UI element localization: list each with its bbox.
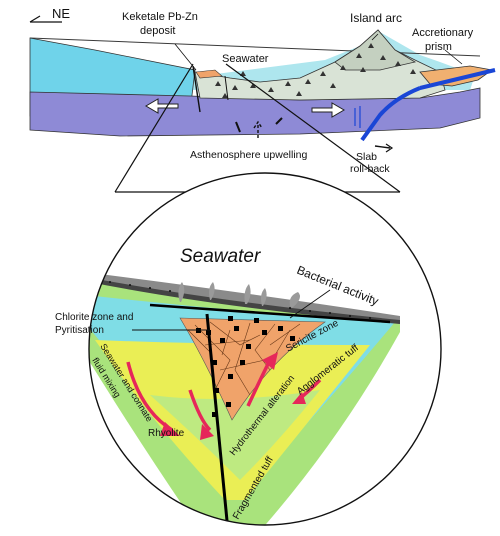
detail-circle-outline <box>88 172 442 526</box>
volcanic-pattern <box>215 43 416 98</box>
sea-surface-line <box>29 37 481 57</box>
slab-label-2: roll-back <box>350 163 390 175</box>
accretionary-label-2: prism <box>425 41 452 53</box>
inner-green-zone <box>150 390 320 480</box>
fluid-flow-arrowheads <box>160 352 306 440</box>
zoom-line-right <box>225 63 401 193</box>
upwelling-arrow-left <box>235 121 241 133</box>
deposit-label-2: deposit <box>140 25 175 37</box>
upwelling-arrow-right <box>275 117 283 125</box>
island-arc-label: Island arc <box>350 11 402 25</box>
main-fault <box>205 313 230 525</box>
direction-label: NE <box>52 6 70 21</box>
tectonic-cross-section <box>29 15 496 153</box>
bedding-line <box>149 303 391 324</box>
fault-line-2 <box>224 75 229 101</box>
leader-island-arc <box>371 33 379 41</box>
slab-arrow <box>374 145 391 149</box>
chlorite-label: Chlorite zone and <box>55 312 133 323</box>
accretionary-label: Accretionary <box>412 27 474 39</box>
smoker-plumes <box>178 282 300 308</box>
chlorite-label-2: Pyritisation <box>55 325 104 336</box>
leader-prism <box>444 49 463 65</box>
leader-bacterial <box>289 289 331 319</box>
seawater-top-label: Seawater <box>222 53 269 65</box>
detail-zoom <box>89 173 441 525</box>
upwelling-arrow-center <box>253 120 263 138</box>
extension-arrow-left <box>145 98 179 114</box>
deposit-label: Keketale Pb-Zn <box>122 11 198 23</box>
fault-line-1 <box>192 65 201 113</box>
deposit-small <box>195 69 223 79</box>
gray-cap-layer <box>89 266 400 324</box>
extension-arrow-right <box>311 102 345 118</box>
sulphide-blocks <box>196 316 295 417</box>
asthenosphere-label: Asthenosphere upwelling <box>190 149 307 161</box>
fracture-network <box>187 321 301 396</box>
dark-sediment-layer <box>89 272 400 324</box>
subducting-slab <box>360 68 496 142</box>
magma-dikes <box>354 106 361 128</box>
seawater-main-label: Seawater <box>180 246 261 267</box>
island-arc-peak <box>334 29 417 71</box>
leader-deposit <box>174 43 197 71</box>
rhyolite-label: Rhyolite <box>148 428 185 439</box>
slab-label: Slab <box>356 151 377 163</box>
zoom-line-left <box>114 63 194 193</box>
